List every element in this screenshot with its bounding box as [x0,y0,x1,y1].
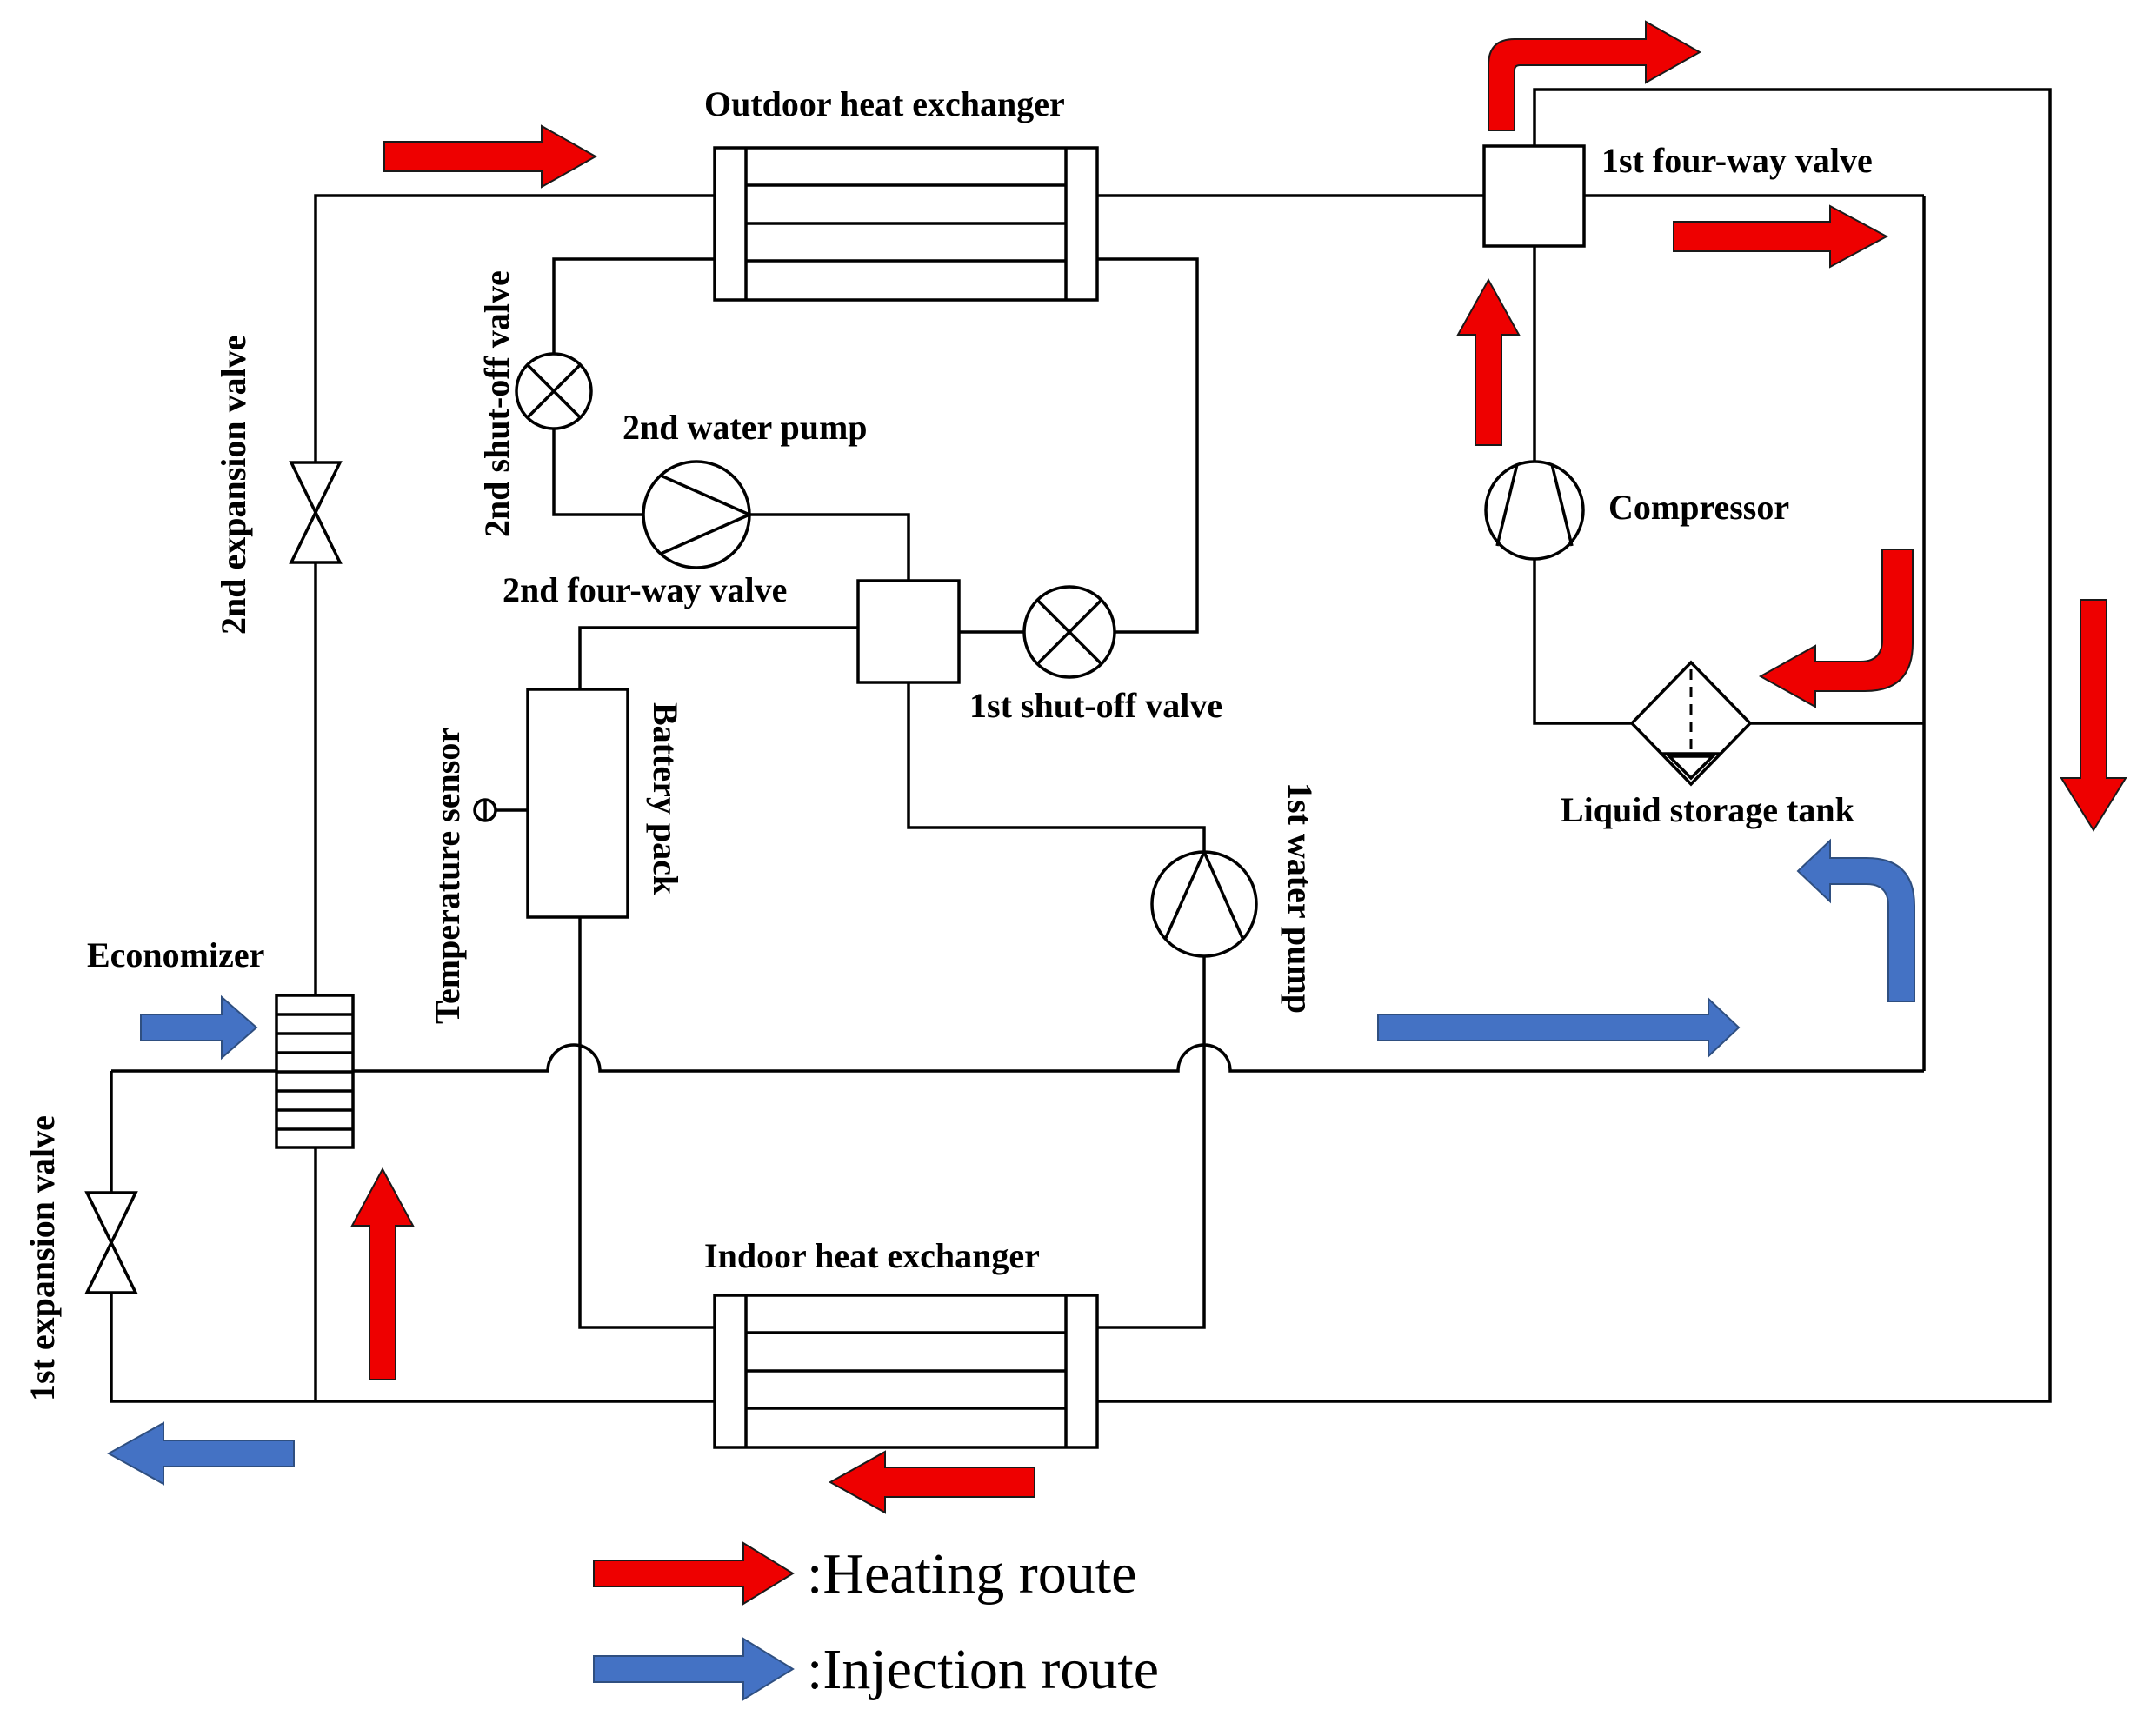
legend-injection-arrow [593,1637,795,1701]
injection-arrow [106,1421,295,1486]
indoor-hx-label: Indoor heat exchanger [704,1236,1040,1275]
economizer-label: Economizer [87,935,264,974]
water-pump-1-label: 1st water pump [1281,782,1320,1014]
four-way-valve-2-label: 2nd four-way valve [503,570,787,609]
heating-arrow [1673,204,1889,269]
four-way-valve-1 [1482,144,1586,248]
battery-pack [526,688,629,919]
expansion-valve-2 [289,461,343,564]
injection-arrow [140,994,258,1061]
temperature-sensor [473,798,528,822]
four-way-valve-1-label: 1st four-way valve [1601,141,1873,180]
refrigerant-pipes [110,88,2052,1403]
liquid-tank-label: Liquid storage tank [1561,790,1855,829]
legend-injection-label: :Injection route [807,1638,1159,1701]
water-pump-1 [1150,850,1258,958]
heating-arrow [383,124,598,189]
outdoor-hx-label: Outdoor heat exchanger [704,84,1065,123]
compressor [1484,460,1585,561]
temperature-sensor-label: Temperature sensor [428,728,467,1024]
expansion-valve-1 [84,1191,138,1294]
expansion-valve-2-label: 2nd expansion valve [214,335,253,635]
legend: :Heating route :Injection route [593,1541,1159,1701]
shut-off-valve-1-label: 1st shut-off valve [969,686,1222,725]
indoor-heat-exchanger [713,1294,1099,1449]
injection-arrow [1377,996,1741,1059]
legend-heating-arrow [593,1541,795,1606]
expansion-valve-1-label: 1st expansion valve [23,1115,62,1401]
outdoor-heat-exchanger [713,146,1099,302]
water-pump-2-label: 2nd water pump [622,408,868,447]
shut-off-valve-2 [515,352,593,430]
heating-arrow [828,1450,1035,1514]
heating-arrow [1488,20,1702,131]
compressor-label: Compressor [1608,488,1789,527]
heating-arrow [1456,277,1521,446]
injection-route-arrows [106,838,1915,1486]
heating-arrow [2060,599,2127,832]
water-pump-2 [642,460,751,569]
shut-off-valve-2-label: 2nd shut-off valve [477,270,516,537]
economizer [275,994,355,1149]
heating-route-arrows [350,20,2127,1514]
battery-pack-label: Battery pack [646,702,685,895]
heating-arrow [1758,549,1914,708]
legend-heating-label: :Heating route [807,1542,1136,1606]
component-labels: Outdoor heat exchanger Indoor heat excha… [23,84,1873,1401]
shut-off-valve-1 [1022,585,1116,679]
injection-arrow [1796,838,1915,1002]
liquid-storage-tank [1629,660,1753,787]
four-way-valve-2 [856,579,961,684]
heating-arrow [350,1167,415,1380]
coolant-pipes [552,257,1206,1329]
